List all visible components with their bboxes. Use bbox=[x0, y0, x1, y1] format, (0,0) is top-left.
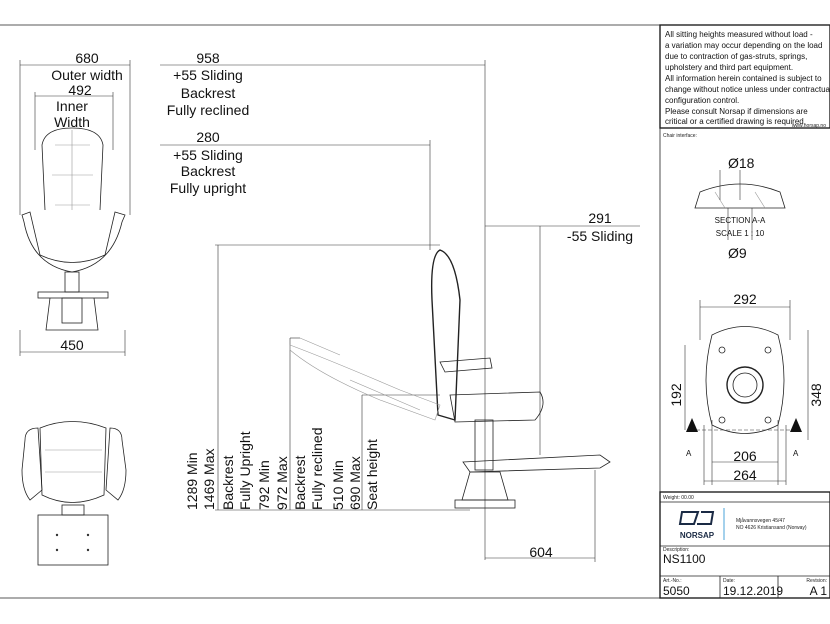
vertical-dimension-labels: 1289 Min 1469 Max Backrest Fully Upright… bbox=[184, 428, 380, 510]
dim-292: 292 bbox=[733, 291, 757, 307]
norsap-logo-icon bbox=[678, 511, 715, 525]
note-line: Please consult Norsap if dimensions are bbox=[665, 107, 808, 116]
v-label: 1469 Max bbox=[201, 449, 217, 510]
side-view: 958 +55 Sliding Backrest Fully reclined … bbox=[160, 50, 640, 562]
inner-label-1: Inner bbox=[56, 98, 88, 114]
brand-name: NORSAP bbox=[680, 531, 715, 540]
art-no-label: Art.-No.: bbox=[663, 578, 682, 584]
notes-box: All sitting heights measured without loa… bbox=[659, 24, 830, 129]
section-a-a: Ø18 SECTION A-A SCALE 1 : 10 Ø9 bbox=[694, 155, 786, 261]
section-mark-left: A bbox=[686, 449, 692, 458]
note-line: configuration control. bbox=[665, 96, 739, 105]
v-label: 792 Min bbox=[256, 460, 272, 510]
v-label: Seat height bbox=[364, 439, 380, 510]
description: NS1100 bbox=[663, 552, 706, 566]
address-line-1: Mjåvannsvegen 45/47 bbox=[736, 517, 785, 524]
note-line: upholstery and third part equipment. bbox=[665, 63, 793, 72]
website: www.norsap.no bbox=[792, 123, 826, 129]
note-line: critical or a certified drawing is requi… bbox=[665, 117, 806, 126]
upright-sliding: +55 Sliding bbox=[173, 147, 243, 163]
note-line: All information herein contained is subj… bbox=[665, 74, 822, 83]
revision: A 1 bbox=[810, 584, 828, 598]
weight: Weight: 00.00 bbox=[663, 495, 694, 501]
art-no: 5050 bbox=[663, 584, 690, 598]
v-label: 1289 Min bbox=[184, 452, 200, 510]
section-mark-right: A bbox=[793, 449, 799, 458]
revision-label: Revision: bbox=[806, 578, 827, 584]
note-line: due to contraction of gas-struts, spring… bbox=[665, 52, 807, 61]
outer-width-label: Outer width bbox=[51, 67, 123, 83]
reclined-label: Fully reclined bbox=[167, 102, 249, 118]
dim-264: 264 bbox=[733, 467, 757, 483]
upright-label: Fully upright bbox=[170, 180, 246, 196]
v-label: 690 Max bbox=[347, 456, 363, 510]
v-label: Backrest bbox=[220, 455, 236, 510]
date: 19.12.2019 bbox=[723, 584, 783, 598]
v-label: 972 Max bbox=[274, 456, 290, 510]
inner-width-value: 492 bbox=[68, 82, 92, 98]
dim-192: 192 bbox=[668, 383, 684, 407]
scale-label: SCALE 1 : 10 bbox=[716, 229, 765, 238]
dia-18: Ø18 bbox=[728, 155, 755, 171]
title-block: Weight: 00.00 NORSAP Mjåvannsvegen 45/47… bbox=[659, 491, 830, 599]
section-label: SECTION A-A bbox=[715, 216, 766, 225]
outer-width-value: 680 bbox=[75, 50, 99, 66]
interface-plate: 292 192 348 206 264 A A bbox=[668, 291, 824, 485]
top-view bbox=[21, 421, 127, 566]
description-label: Description: bbox=[663, 547, 689, 553]
note-line: change without notice unless under contr… bbox=[665, 85, 830, 94]
dia-9: Ø9 bbox=[728, 245, 747, 261]
front-view: 680 Outer width 492 Inner Width 450 bbox=[19, 50, 131, 356]
note-line: a variation may occur depending on the l… bbox=[665, 41, 822, 50]
upright-value: 280 bbox=[196, 129, 220, 145]
sliding-minus-label: -55 Sliding bbox=[567, 228, 633, 244]
v-label: 510 Min bbox=[330, 460, 346, 510]
v-label: Backrest bbox=[292, 455, 308, 510]
chair-interface-label: Chair interface: bbox=[663, 133, 697, 139]
dim-348: 348 bbox=[808, 383, 824, 407]
reclined-value: 958 bbox=[196, 50, 220, 66]
v-label: Fully reclined bbox=[309, 428, 325, 510]
dim-206: 206 bbox=[733, 448, 757, 464]
note-line: All sitting heights measured without loa… bbox=[665, 30, 813, 39]
v-label: Fully Upright bbox=[237, 431, 253, 510]
date-label: Date: bbox=[723, 578, 735, 584]
inner-label-2: Width bbox=[54, 114, 90, 130]
sliding-minus-value: 291 bbox=[588, 210, 612, 226]
upright-backrest: Backrest bbox=[181, 163, 236, 179]
reclined-backrest: Backrest bbox=[181, 85, 236, 101]
base-depth: 604 bbox=[529, 544, 553, 560]
base-width: 450 bbox=[60, 337, 84, 353]
reclined-sliding: +55 Sliding bbox=[173, 67, 243, 83]
address-line-2: NO 4626 Kristiansand (Norway) bbox=[736, 525, 807, 531]
